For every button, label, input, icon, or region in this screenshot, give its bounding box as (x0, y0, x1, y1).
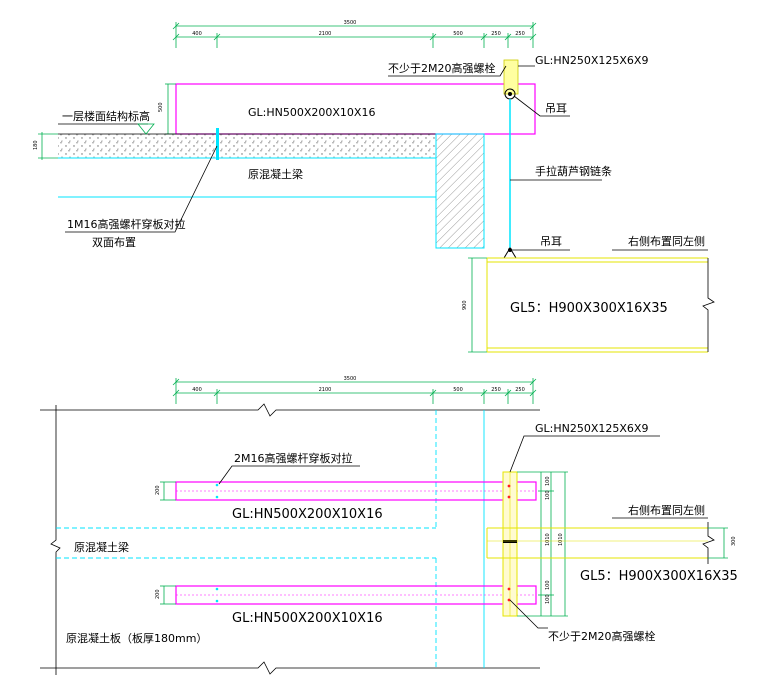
elevation-through-bolt-label-2: 双面布置 (92, 236, 136, 249)
plan-beam-label-2: GL:HN500X200X10X16 (232, 611, 383, 626)
elevation-through-bolt (216, 128, 219, 160)
elevation-dim-250b: 250 (515, 31, 525, 37)
elevation-slab-dim (38, 132, 58, 160)
plan-bolt-3 (507, 587, 511, 591)
elevation-floor-level-label: 一层楼面结构标高 (62, 109, 150, 123)
elevation-gl5-dim (468, 257, 487, 353)
plan-dim-right-c: 100 (545, 580, 551, 590)
plan-dim-2100: 2100 (319, 387, 332, 393)
plan-dim-right-a: 100 (545, 476, 551, 486)
elevation-dim-total: 3500 (344, 20, 357, 26)
plan-dimension-chain (172, 378, 537, 404)
plan-gl5-label: GL5：H900X300X16X35 (580, 569, 738, 584)
plan-concrete-beam-label: 原混凝土梁 (74, 540, 129, 554)
elevation-dimension-chain (172, 22, 537, 48)
plan-dim-right-2: 1010 (558, 533, 564, 546)
plan-beam-label-1: GL:HN500X200X10X16 (232, 507, 383, 522)
elevation-chain-label: 手拉葫芦钢链条 (535, 164, 612, 178)
plan-dim-250a: 250 (491, 387, 501, 393)
elevation-right-side-note: 右侧布置同左侧 (628, 234, 705, 248)
plan-dim-gl5-w: 300 (731, 536, 737, 546)
plan-right-side-note: 右侧布置同左侧 (628, 503, 705, 517)
plan-chain-mark (503, 540, 517, 543)
elevation-gl5-label: GL5：H900X300X16X35 (510, 301, 668, 316)
plan-dim-right-b: 100 (545, 490, 551, 500)
plan-concrete-beam-edges (56, 410, 437, 668)
plan-through-bolt-1a (215, 483, 219, 487)
elevation-hanger-label: GL:HN250X125X6X9 (535, 54, 648, 67)
elevation-beam-label: GL:HN500X200X10X16 (248, 106, 375, 119)
elevation-view: 3500 400 2100 500 250 250 GL:HN500X200X1… (33, 20, 715, 353)
elevation-dim-500: 500 (453, 31, 463, 37)
plan-bolt-2 (507, 495, 511, 499)
plan-through-bolt-2b (215, 599, 219, 603)
elevation-beam-dim (165, 83, 176, 135)
elevation-dim-gl5: 900 (462, 300, 468, 310)
elevation-dim-beam: 500 (158, 102, 164, 112)
elevation-gl5-beam (486, 257, 708, 353)
plan-dim-beam-w1: 200 (155, 485, 161, 495)
plan-dim-right-d: 100 (545, 594, 551, 604)
plan-bolt-1 (507, 484, 511, 488)
elevation-concrete-beam-label: 原混凝土梁 (248, 167, 303, 181)
plan-dim-total: 3500 (344, 376, 357, 382)
plan-bolts-label: 不少于2M20高强螺栓 (548, 629, 656, 643)
plan-gl5-beam (486, 527, 708, 559)
plan-through-bolt-label: 2M16高强螺杆穿板对拉 (234, 451, 353, 465)
plan-dim-right-1: 1010 (545, 533, 551, 546)
plan-bolt-4 (507, 598, 511, 602)
elevation-concrete-slab (58, 134, 436, 158)
elevation-through-bolt-label-1: 1M16高强螺杆穿板对拉 (67, 217, 186, 231)
elevation-concrete-beam (435, 133, 485, 249)
elevation-lug-label-bottom: 吊耳 (540, 235, 562, 248)
elevation-bolts-label: 不少于2M20高强螺栓 (388, 61, 496, 75)
plan-hanger-label: GL:HN250X125X6X9 (535, 422, 648, 435)
elevation-dim-400: 400 (192, 31, 202, 37)
elevation-dim-slab: 180 (33, 140, 39, 150)
plan-dim-250b: 250 (515, 387, 525, 393)
elevation-lug-label-top: 吊耳 (545, 102, 567, 115)
plan-slab-label: 原混凝土板（板厚180mm） (66, 631, 207, 645)
plan-view: 3500 400 2100 500 250 250 (40, 376, 738, 675)
plan-dim-400: 400 (192, 387, 202, 393)
plan-through-bolt-1b (215, 495, 219, 499)
elevation-through-bolt-leader (65, 145, 218, 233)
plan-dim-500: 500 (453, 387, 463, 393)
plan-right-dims (517, 471, 568, 617)
plan-slab-outline (40, 403, 540, 675)
plan-through-bolt-2a (215, 587, 219, 591)
elevation-dim-2100: 2100 (319, 31, 332, 37)
elevation-dim-250a: 250 (491, 31, 501, 37)
plan-dim-beam-w2: 200 (155, 589, 161, 599)
